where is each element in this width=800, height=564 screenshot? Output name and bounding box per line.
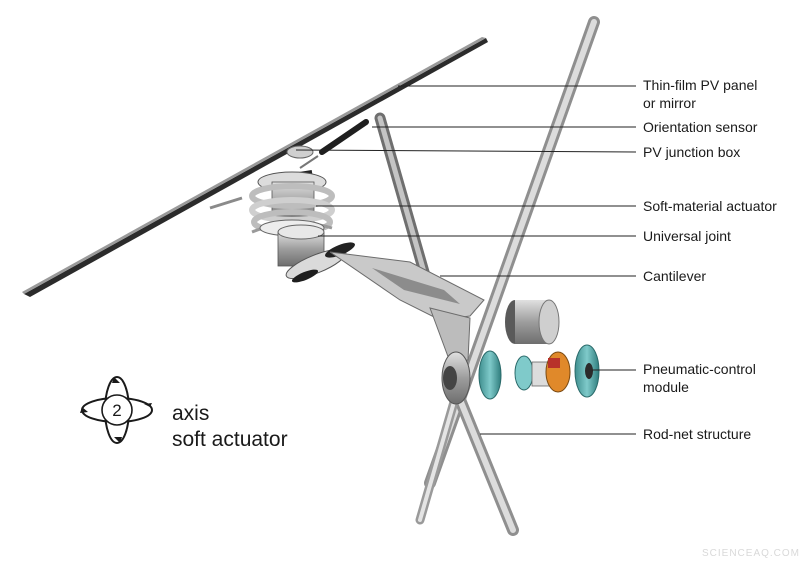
two-axis-rotation-icon: 2	[80, 376, 153, 444]
legend-actuator-label: soft actuator	[172, 428, 288, 451]
label-pv-panel: Thin-film PV panel	[643, 77, 757, 93]
soft-material-actuator	[249, 171, 335, 237]
label-pv-panel-sub: or mirror	[643, 95, 696, 111]
label-rod-net: Rod-net structure	[643, 426, 751, 442]
watermark: SCIENCEAQ.COM	[702, 548, 800, 559]
label-soft-actuator: Soft-material actuator	[643, 198, 777, 214]
universal-joint	[277, 224, 355, 283]
label-universal-joint: Universal joint	[643, 228, 731, 244]
pv-panel	[22, 37, 488, 297]
legend-axis-label: axis	[172, 402, 209, 425]
cantilever	[329, 251, 485, 363]
leader-lines	[295, 85, 637, 435]
rod-net-structure	[415, 16, 600, 536]
label-pneumatic-module-sub: module	[643, 379, 689, 395]
orientation-sensor	[299, 119, 369, 169]
label-pneumatic-module: Pneumatic-control	[643, 361, 756, 377]
label-cantilever: Cantilever	[643, 268, 706, 284]
label-orientation-sensor: Orientation sensor	[643, 119, 758, 135]
axis-count: 2	[112, 401, 121, 420]
pneumatic-control-module	[441, 299, 600, 405]
label-junction-box: PV junction box	[643, 144, 740, 160]
